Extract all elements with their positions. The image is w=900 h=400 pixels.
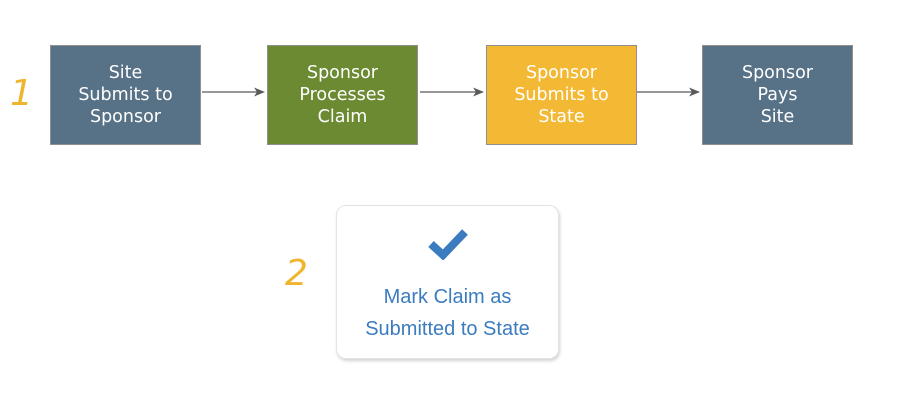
- flow-step-sponsor-pays: Sponsor Pays Site: [702, 45, 853, 145]
- flow-step-label: Site Submits to Sponsor: [78, 63, 173, 127]
- arrow-icon: [420, 87, 484, 97]
- mark-claim-submitted-button[interactable]: Mark Claim as Submitted to State: [336, 205, 559, 359]
- flow-step-label: Sponsor Pays Site: [741, 63, 814, 127]
- checkmark-icon: [428, 229, 468, 260]
- mark-claim-submitted-label: Mark Claim as Submitted to State: [365, 286, 530, 340]
- flow-step-site-submits: Site Submits to Sponsor: [50, 45, 201, 145]
- arrow-icon: [637, 87, 700, 97]
- flow-step-sponsor-submits-state: Sponsor Submits to State: [486, 45, 637, 145]
- step-number-1: 1: [10, 73, 33, 114]
- arrow-icon: [202, 87, 265, 97]
- step-number-2: 2: [285, 253, 308, 294]
- flow-step-label: Sponsor Submits to State: [514, 63, 609, 127]
- flow-step-label: Sponsor Processes Claim: [299, 63, 386, 127]
- flow-step-sponsor-processes: Sponsor Processes Claim: [267, 45, 418, 145]
